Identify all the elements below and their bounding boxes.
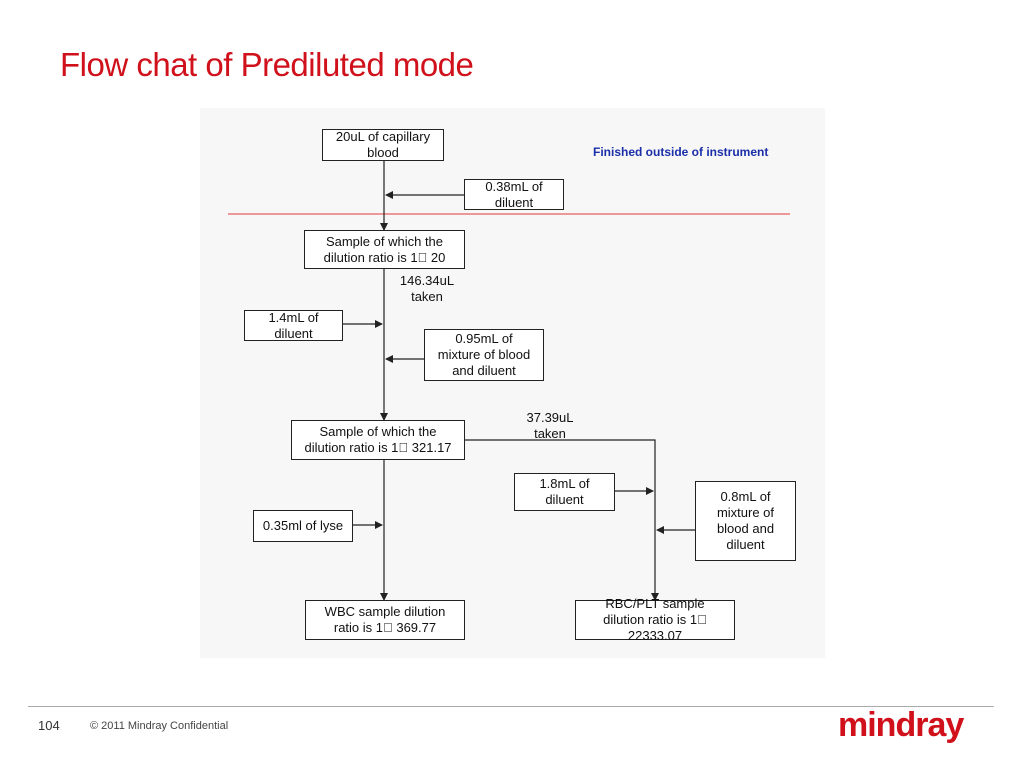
box-capillary-blood: 20uL of capillary blood — [322, 129, 444, 161]
box-diluent-18: 1.8mL of diluent — [514, 473, 615, 511]
box-rbc-plt-sample: RBC/PLT sample dilution ratio is 1  2233… — [575, 596, 735, 643]
note-finished-outside: Finished outside of instrument — [593, 145, 769, 159]
box-diluent-14: 1.4mL of diluent — [244, 310, 343, 341]
box-mixture-095: 0.95mL of mixture of blood and diluent — [424, 329, 544, 381]
box-mixture-08: 0.8mL of mixture of blood and diluent — [695, 481, 796, 561]
box-lyse-035: 0.35ml of lyse — [253, 510, 353, 542]
box-sample-ratio-20: Sample of which the dilution ratio is 1 … — [304, 230, 465, 269]
box-wbc-sample: WBC sample dilution ratio is 1  369.77 — [305, 600, 465, 640]
label-taken-14634: 146.34uL taken — [399, 273, 455, 304]
footer-divider — [28, 706, 994, 707]
box-sample-ratio-32117: Sample of which the dilution ratio is 1 … — [291, 420, 465, 460]
copyright-text: © 2011 Mindray Confidential — [90, 720, 229, 732]
mindray-logo: mindray — [838, 706, 964, 744]
label-taken-3739: 37.39uL taken — [526, 410, 574, 441]
page-number: 104 — [38, 718, 60, 733]
box-diluent-038: 0.38mL of diluent — [464, 179, 564, 210]
connector-sample32117-to-rbc — [465, 439, 659, 601]
slide-title: Flow chat of Prediluted mode — [60, 46, 474, 83]
